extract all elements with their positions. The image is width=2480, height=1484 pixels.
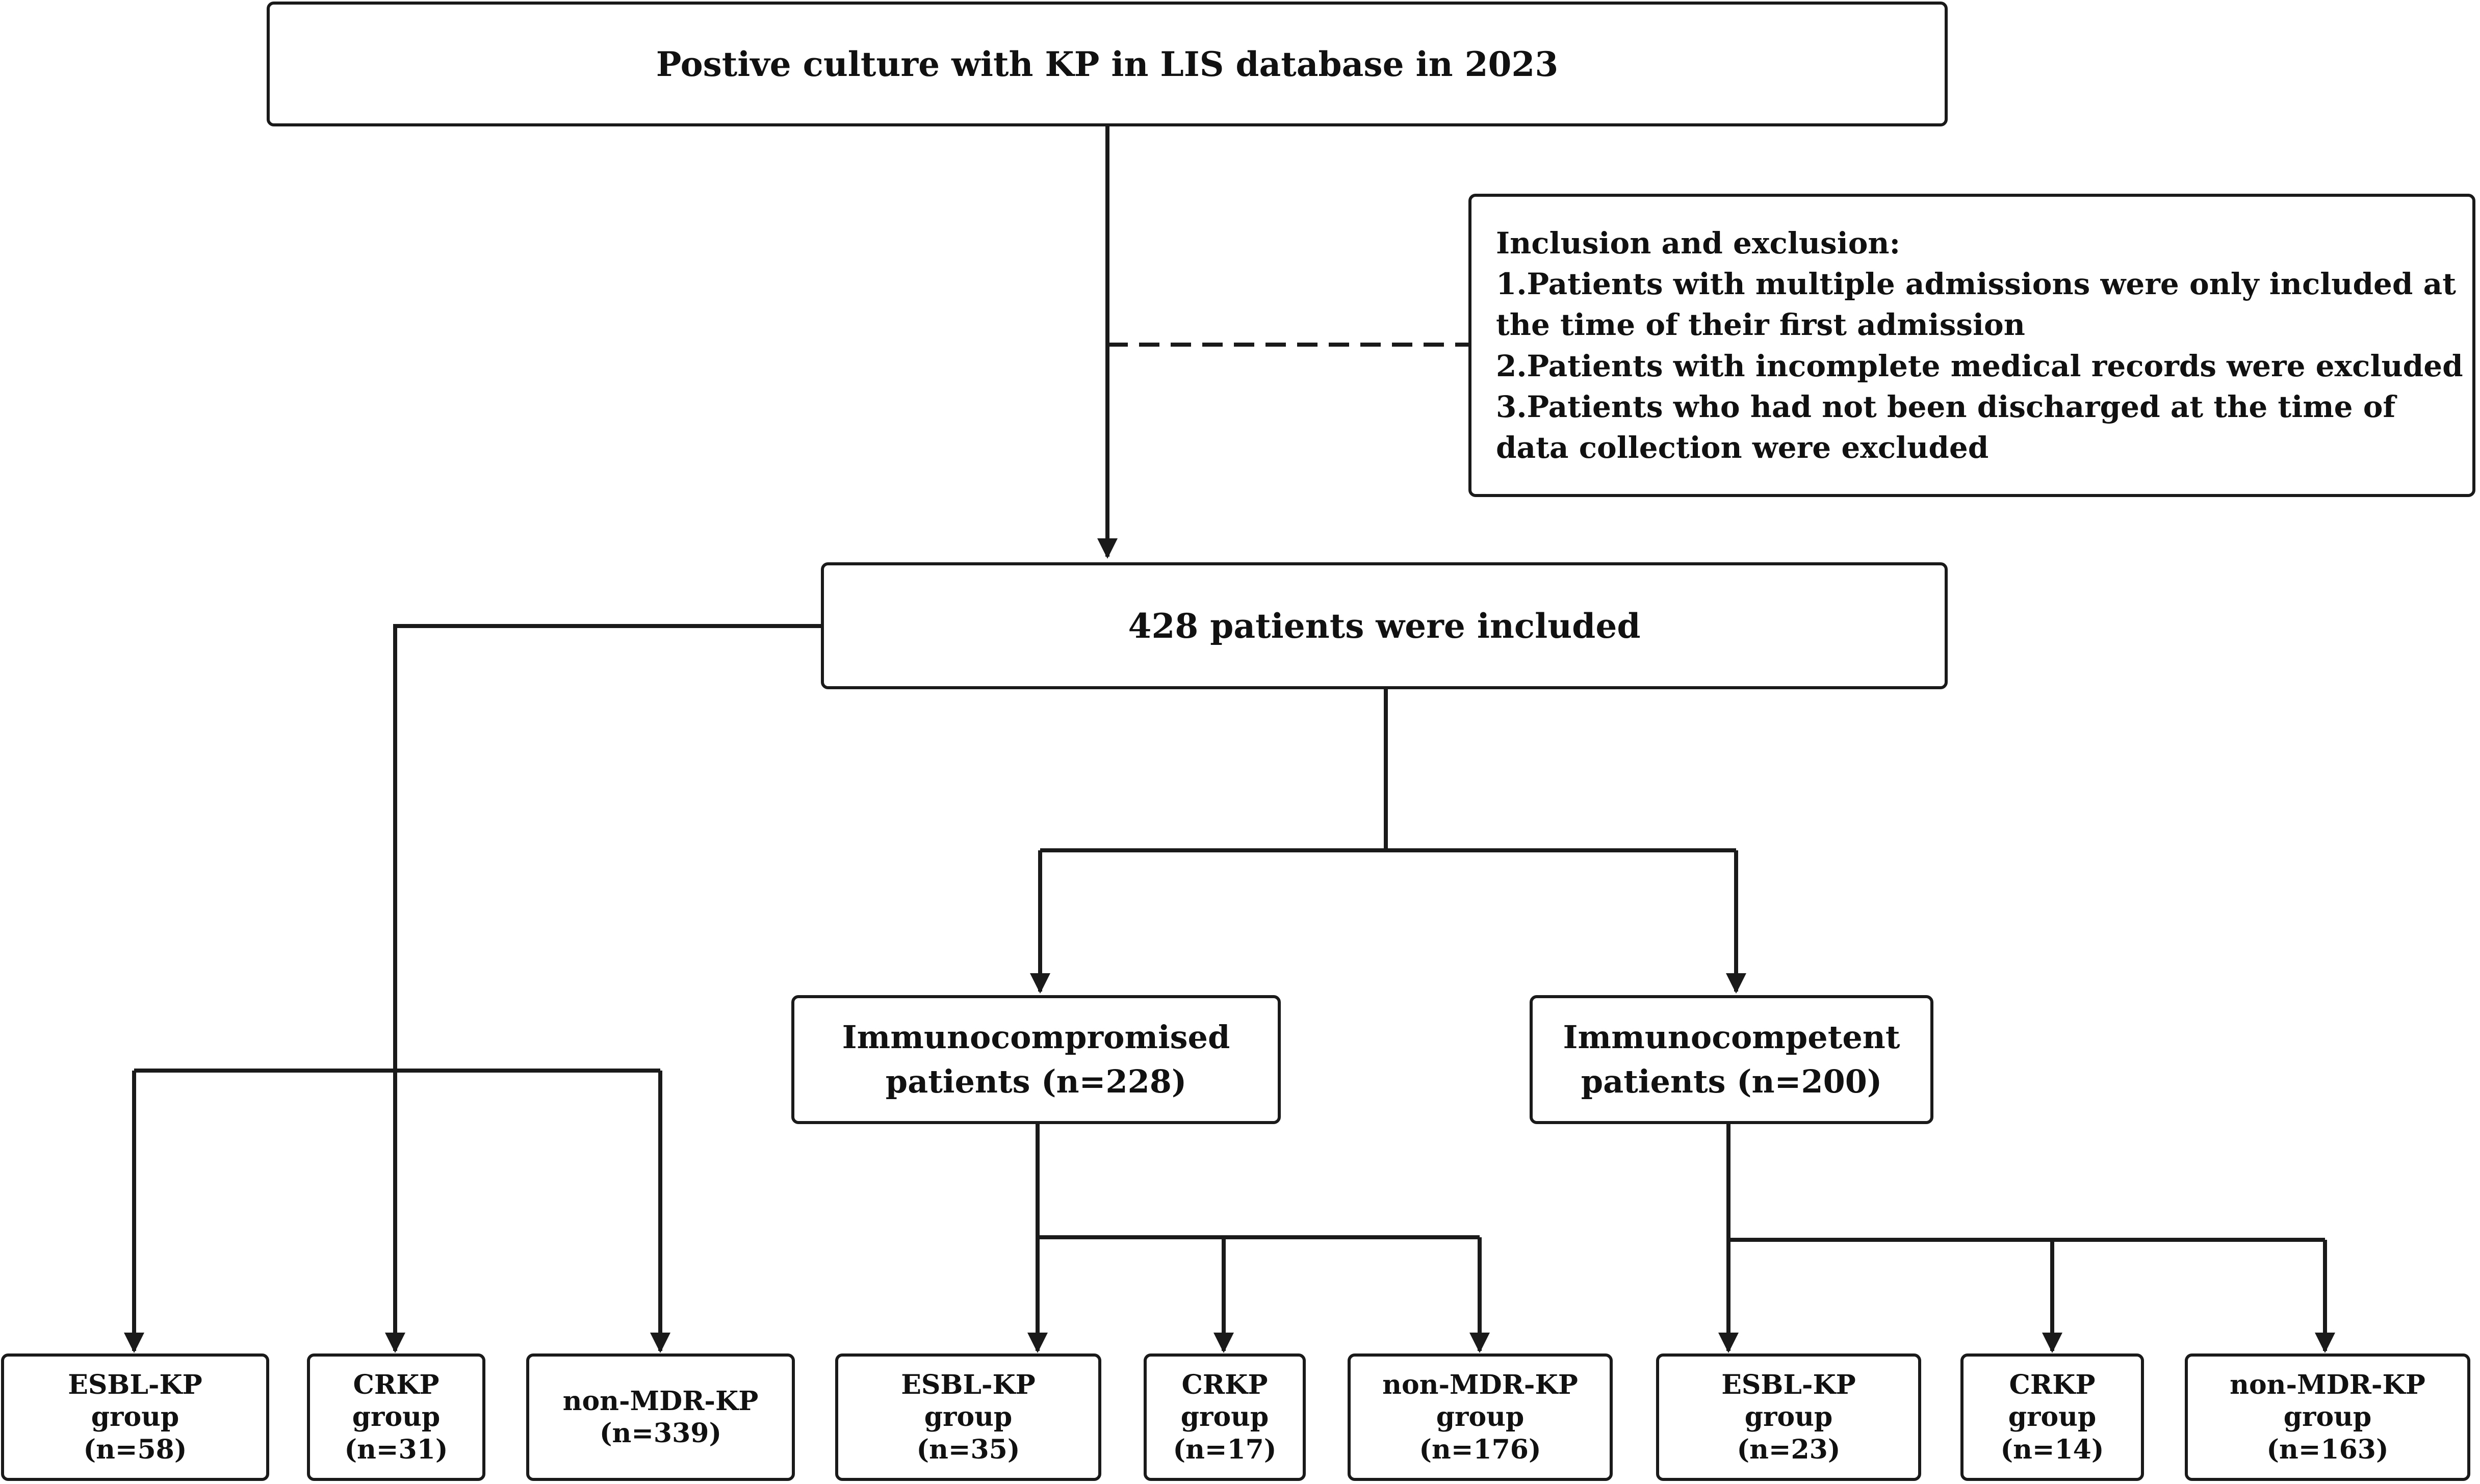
leaf-name: CRKP bbox=[2009, 1369, 2096, 1400]
leaf-box-icomp-nonmdr: non-MDR-KP group (n=176) bbox=[1348, 1353, 1613, 1481]
leaf-count: (n=17) bbox=[1173, 1434, 1277, 1465]
included-box-label: 428 patients were included bbox=[1128, 606, 1641, 646]
leaf-box-overall-esbl: ESBL-KP group (n=58) bbox=[1, 1353, 269, 1481]
leaf-box-icomp-crkp: CRKP group (n=17) bbox=[1144, 1353, 1306, 1481]
source-box-label: Postive culture with KP in LIS database … bbox=[656, 44, 1559, 84]
leaf-box-icompt-esbl: ESBL-KP group (n=23) bbox=[1656, 1353, 1921, 1481]
leaf-count: (n=31) bbox=[344, 1434, 448, 1465]
leaf-box-overall-crkp: CRKP group (n=31) bbox=[307, 1353, 485, 1481]
leaf-name: CRKP bbox=[353, 1369, 440, 1400]
connector-included-to-overall bbox=[393, 624, 821, 1071]
leaf-box-icompt-nonmdr: non-MDR-KP group (n=163) bbox=[2185, 1353, 2470, 1481]
leaf-group: group bbox=[352, 1401, 441, 1433]
criteria-line: 3.Patients who had not been discharged a… bbox=[1496, 389, 2396, 424]
leaf-count: (n=14) bbox=[2000, 1434, 2104, 1465]
leaf-name: non-MDR-KP bbox=[562, 1385, 759, 1417]
leaf-group: group bbox=[91, 1401, 179, 1433]
leaf-name: ESBL-KP bbox=[68, 1369, 202, 1400]
criteria-line: the time of their first admission bbox=[1496, 307, 2025, 343]
leaf-name: ESBL-KP bbox=[901, 1369, 1036, 1400]
leaf-name: CRKP bbox=[1181, 1369, 1268, 1400]
leaf-box-overall-nonmdr: non-MDR-KP (n=339) bbox=[526, 1353, 795, 1481]
leaf-name: non-MDR-KP bbox=[2230, 1369, 2425, 1400]
leaf-count: (n=35) bbox=[916, 1434, 1020, 1465]
criteria-line: 2.Patients with incomplete medical recor… bbox=[1496, 348, 2463, 383]
criteria-line: 1.Patients with multiple admissions were… bbox=[1496, 267, 2457, 302]
leaf-group: group bbox=[2008, 1401, 2097, 1433]
criteria-title: Inclusion and exclusion: bbox=[1496, 226, 1900, 261]
leaf-count: (n=176) bbox=[1419, 1434, 1541, 1465]
leaf-count: (n=58) bbox=[83, 1434, 187, 1465]
leaf-name: non-MDR-KP bbox=[1382, 1369, 1578, 1400]
leaf-count: (n=23) bbox=[1737, 1434, 1841, 1465]
leaf-group: group bbox=[1180, 1401, 1269, 1433]
included-box: 428 patients were included bbox=[821, 562, 1948, 689]
immunocompromised-line2: patients (n=228) bbox=[885, 1062, 1187, 1100]
leaf-group: group bbox=[1744, 1401, 1833, 1433]
leaf-count: (n=163) bbox=[2266, 1434, 2389, 1465]
leaf-count: (n=339) bbox=[599, 1418, 722, 1449]
immunocompetent-box: Immunocompetent patients (n=200) bbox=[1530, 995, 1933, 1124]
criteria-line: data collection were excluded bbox=[1496, 430, 1989, 465]
immunocompetent-line1: Immunocompetent bbox=[1563, 1018, 1900, 1056]
leaf-name: ESBL-KP bbox=[1721, 1369, 1856, 1400]
source-box: Postive culture with KP in LIS database … bbox=[267, 2, 1948, 126]
leaf-box-icompt-crkp: CRKP group (n=14) bbox=[1960, 1353, 2144, 1481]
leaf-group: group bbox=[2283, 1401, 2372, 1433]
leaf-group: group bbox=[1436, 1401, 1525, 1433]
leaf-group: group bbox=[924, 1401, 1013, 1433]
criteria-box: Inclusion and exclusion: 1.Patients with… bbox=[1468, 194, 2475, 497]
immunocompromised-line1: Immunocompromised bbox=[842, 1018, 1230, 1056]
immunocompetent-line2: patients (n=200) bbox=[1581, 1062, 1882, 1100]
leaf-box-icomp-esbl: ESBL-KP group (n=35) bbox=[835, 1353, 1101, 1481]
immunocompromised-box: Immunocompromised patients (n=228) bbox=[791, 995, 1281, 1124]
